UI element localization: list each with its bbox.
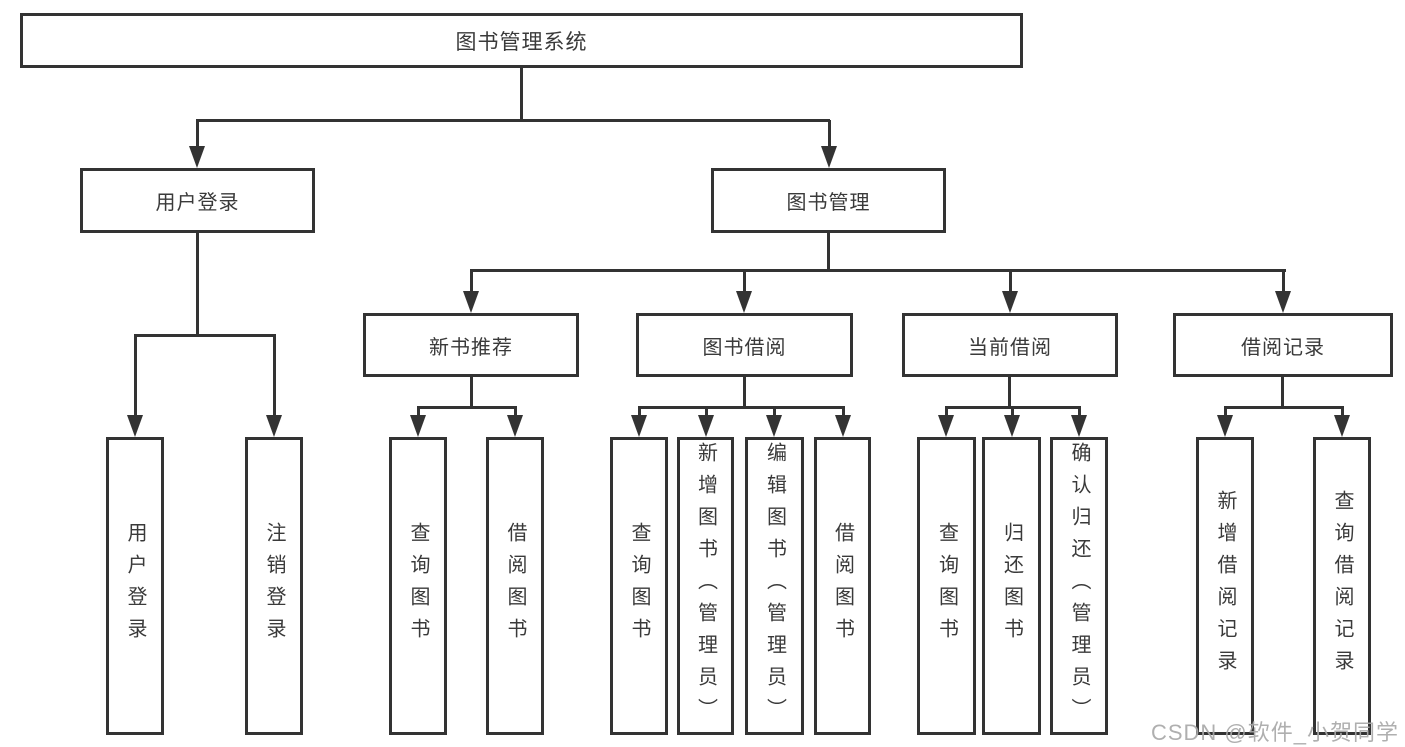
leaf-logout-label: 注销登录 <box>263 522 285 650</box>
arrow-to-add-book <box>698 407 714 437</box>
watermark: CSDN @软件_小贺同学 <box>1150 720 1399 745</box>
arrow-to-query-record <box>1334 407 1350 437</box>
leaf-current-query-book-label: 查询图书 <box>935 522 958 650</box>
leaf-borrow-query-book-label: 查询图书 <box>628 522 650 650</box>
leaf-recommend-query-book-label: 查询图书 <box>407 522 429 650</box>
connector-current-vline <box>1008 377 1011 409</box>
connector-record-vline <box>1281 377 1284 409</box>
arrow-to-borrow-query <box>631 407 647 437</box>
leaf-add-book-admin-label: 新增图书（管理员） <box>694 442 717 730</box>
node-current-borrow: 当前借阅 <box>902 313 1118 377</box>
arrow-to-book-management <box>821 120 837 168</box>
leaf-return-book-label: 归还图书 <box>1000 522 1023 650</box>
leaf-query-borrow-record: 查询借阅记录 <box>1313 437 1371 735</box>
leaf-user-login-label: 用户登录 <box>124 522 146 650</box>
node-user-login-label: 用户登录 <box>155 192 240 214</box>
node-book-borrow-label: 图书借阅 <box>702 336 787 359</box>
node-new-book-recommend: 新书推荐 <box>363 313 579 377</box>
leaf-borrow-book-label: 借阅图书 <box>831 522 854 650</box>
arrow-to-edit-book <box>766 407 782 437</box>
arrow-to-book-borrow <box>736 270 752 313</box>
arrow-to-current-query <box>938 407 954 437</box>
connector-userlogin-hline <box>134 334 276 337</box>
leaf-confirm-return-admin-label: 确认归还（管理员） <box>1068 442 1090 730</box>
connector-bookmgmt-vline <box>827 233 830 272</box>
node-book-management-label: 图书管理 <box>786 192 871 214</box>
leaf-confirm-return-admin: 确认归还（管理员） <box>1050 437 1108 735</box>
node-root-label: 图书管理系统 <box>455 30 588 54</box>
leaf-add-book-admin: 新增图书（管理员） <box>677 437 734 735</box>
leaf-recommend-borrow-book: 借阅图书 <box>486 437 544 735</box>
node-new-book-recommend-label: 新书推荐 <box>429 336 513 359</box>
node-book-borrow: 图书借阅 <box>636 313 853 377</box>
leaf-edit-book-admin-label: 编辑图书（管理员） <box>763 442 786 730</box>
leaf-recommend-borrow-book-label: 借阅图书 <box>504 522 526 650</box>
node-current-borrow-label: 当前借阅 <box>968 336 1052 359</box>
leaf-user-login: 用户登录 <box>106 437 164 735</box>
connector-root-vline <box>520 68 523 122</box>
leaf-logout: 注销登录 <box>245 437 303 735</box>
connector-recommend-hline <box>417 406 517 409</box>
leaf-current-query-book: 查询图书 <box>917 437 976 735</box>
leaf-return-book: 归还图书 <box>982 437 1041 735</box>
node-user-login: 用户登录 <box>80 168 315 233</box>
leaf-query-borrow-record-label: 查询借阅记录 <box>1331 490 1353 682</box>
connector-userlogin-vline <box>196 233 199 337</box>
leaf-edit-book-admin: 编辑图书（管理员） <box>745 437 804 735</box>
arrow-to-confirm-return <box>1071 407 1087 437</box>
connector-bookmgmt-hline <box>470 269 1286 272</box>
arrow-to-add-record <box>1217 407 1233 437</box>
leaf-borrow-query-book: 查询图书 <box>610 437 668 735</box>
node-borrow-record: 借阅记录 <box>1173 313 1393 377</box>
arrow-to-recommend-borrow <box>507 407 523 437</box>
arrow-to-user-login <box>189 120 205 168</box>
arrow-to-current-borrow <box>1002 270 1018 313</box>
node-book-management: 图书管理 <box>711 168 946 233</box>
connector-record-hline <box>1224 406 1344 409</box>
connector-borrow-vline <box>743 377 746 409</box>
node-root: 图书管理系统 <box>20 13 1023 68</box>
leaf-recommend-query-book: 查询图书 <box>389 437 447 735</box>
leaf-borrow-book: 借阅图书 <box>814 437 871 735</box>
leaf-add-borrow-record-label: 新增借阅记录 <box>1214 490 1236 682</box>
arrow-to-recommend-query <box>410 407 426 437</box>
arrow-to-return-book <box>1004 407 1020 437</box>
arrow-to-leaf-logout <box>266 335 282 437</box>
connector-recommend-vline <box>470 377 473 409</box>
arrow-to-new-book-recommend <box>463 270 479 313</box>
connector-borrow-hline <box>638 406 845 409</box>
arrow-to-borrow-book <box>835 407 851 437</box>
leaf-add-borrow-record: 新增借阅记录 <box>1196 437 1254 735</box>
arrow-to-leaf-user-login <box>127 335 143 437</box>
connector-root-hline <box>196 119 830 122</box>
node-borrow-record-label: 借阅记录 <box>1241 336 1325 359</box>
arrow-to-borrow-record <box>1275 270 1291 313</box>
